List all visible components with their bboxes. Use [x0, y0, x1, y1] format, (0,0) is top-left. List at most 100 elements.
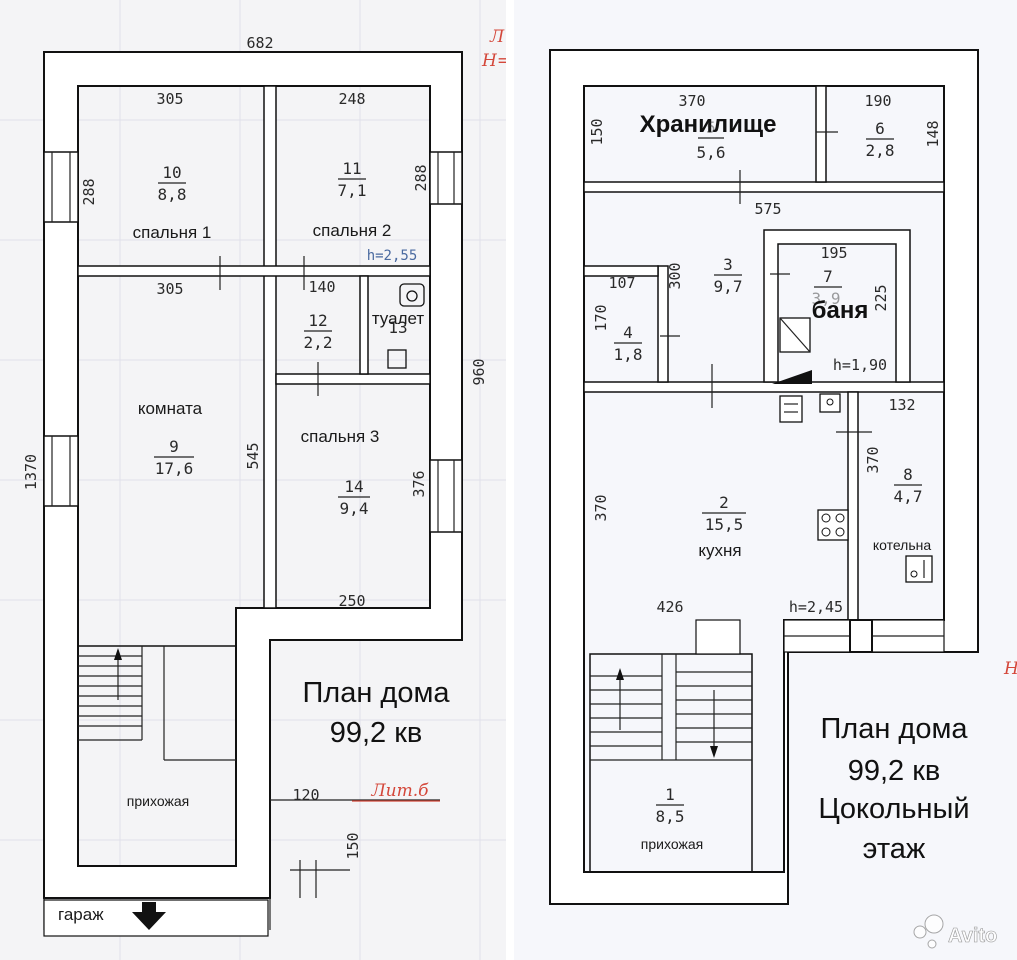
room-10: 10 8,8 спальня 1 [133, 163, 212, 242]
corner-annotation-2: Н= [481, 51, 511, 71]
left-staircase [77, 645, 237, 867]
dim-right-376: 376 [410, 470, 428, 497]
svg-text:9,7: 9,7 [714, 277, 743, 296]
ceiling-height-190: h=1,90 [833, 356, 887, 374]
dim-r-top-190: 190 [864, 92, 891, 110]
svg-text:3: 3 [723, 255, 733, 274]
room-2-kitchen: 2 15,5 кухня [698, 493, 746, 560]
room-13: 13 туалет [372, 309, 425, 337]
svg-text:4,7: 4,7 [894, 487, 923, 506]
svg-text:Avito: Avito [948, 925, 997, 947]
left-floor-plan: 682 305 248 305 140 288 288 1370 960 545… [0, 0, 511, 960]
lit-annotation: Лит.б [370, 781, 429, 801]
svg-text:13: 13 [388, 318, 407, 337]
dim-r-370b: 370 [592, 494, 610, 521]
dim-top-left: 305 [156, 90, 183, 108]
left-windows [43, 151, 463, 533]
svg-text:1: 1 [665, 785, 675, 804]
svg-text:8,5: 8,5 [656, 807, 685, 826]
avito-watermark: Avito [913, 914, 998, 949]
svg-text:1,8: 1,8 [614, 345, 643, 364]
left-title-line1: План дома [302, 677, 450, 709]
dim-r-225: 225 [872, 284, 890, 311]
svg-text:14: 14 [344, 477, 363, 496]
room-9: комната 9 17,6 [138, 399, 203, 478]
room-5-storage: Хранилище 5 5,6 [640, 111, 777, 162]
stove-icon [817, 509, 849, 541]
dim-top: 682 [246, 34, 273, 52]
svg-text:8,8: 8,8 [158, 185, 187, 204]
svg-text:9,4: 9,4 [340, 499, 369, 518]
dim-r-top-370: 370 [678, 92, 705, 110]
svg-text:17,6: 17,6 [155, 459, 194, 478]
svg-text:спальня 3: спальня 3 [301, 427, 380, 446]
right-title-line4: этаж [863, 833, 926, 865]
dim-r-575: 575 [754, 200, 781, 218]
svg-text:2,8: 2,8 [866, 141, 895, 160]
svg-text:туалет: туалет [372, 309, 425, 328]
svg-text:9: 9 [169, 437, 179, 456]
ceiling-height-255: h=2,55 [367, 248, 418, 264]
dim-garage-120: 120 [292, 786, 319, 804]
dim-left-1370: 1370 [22, 454, 40, 490]
dim-garage-150: 150 [344, 832, 362, 859]
dim-mid-left: 305 [156, 280, 183, 298]
svg-text:7: 7 [823, 267, 833, 286]
room-11: 11 7,1 спальня 2 [313, 159, 392, 240]
svg-text:11: 11 [342, 159, 361, 178]
right-staircase [589, 619, 753, 873]
room-12: 12 2,2 [304, 311, 333, 352]
ceiling-height-245: h=2,45 [789, 598, 843, 616]
svg-text:2,2: 2,2 [304, 333, 333, 352]
dim-mid-545: 545 [244, 442, 262, 469]
dim-right-288: 288 [412, 164, 430, 191]
hallway-label: прихожая [127, 793, 189, 809]
svg-text:баня: баня [812, 297, 869, 324]
svg-text:3,9: 3,9 [812, 289, 841, 308]
dim-bottom-250: 250 [338, 592, 365, 610]
room-4: 4 1,8 [614, 323, 643, 364]
right-corner-annotation: Н [1003, 659, 1017, 679]
corner-annotation-1: Л [489, 27, 505, 47]
svg-text:6: 6 [875, 119, 885, 138]
left-interior-walls [77, 85, 431, 609]
room-6: 6 2,8 [866, 119, 895, 160]
dim-r-right-148: 148 [924, 120, 942, 147]
dim-r-left-150: 150 [588, 118, 606, 145]
svg-text:спальня 2: спальня 2 [313, 221, 392, 240]
room-3: 3 9,7 [714, 255, 743, 296]
dim-r-107: 107 [608, 274, 635, 292]
garage-label: гараж [58, 905, 104, 924]
sauna-stove-icon [772, 317, 841, 423]
svg-text:8: 8 [903, 465, 913, 484]
svg-text:5,6: 5,6 [697, 143, 726, 162]
room-7-sauna: 7 3,9 баня [812, 267, 869, 324]
svg-text:комната: комната [138, 399, 203, 418]
dim-r-132: 132 [888, 396, 915, 414]
svg-text:7,1: 7,1 [338, 181, 367, 200]
svg-text:прихожая: прихожая [641, 836, 703, 852]
dim-r-426: 426 [656, 598, 683, 616]
dim-r-170: 170 [592, 304, 610, 331]
svg-text:кухня: кухня [698, 541, 741, 560]
left-title-line2: 99,2 кв [330, 717, 423, 749]
boiler-icon [905, 555, 933, 583]
svg-text:2: 2 [719, 493, 729, 512]
room-8-boiler: 8 4,7 котельна [873, 465, 932, 553]
svg-text:котельна: котельна [873, 537, 932, 553]
dim-r-195: 195 [820, 244, 847, 262]
dim-mid-140: 140 [308, 278, 335, 296]
right-title-line1: План дома [820, 713, 968, 745]
dim-r-370a: 370 [864, 446, 882, 473]
svg-text:5: 5 [706, 118, 716, 137]
dim-top-right: 248 [338, 90, 365, 108]
dim-right-960: 960 [470, 358, 488, 385]
svg-text:спальня 1: спальня 1 [133, 223, 212, 242]
svg-text:Хранилище: Хранилище [640, 111, 777, 138]
svg-text:15,5: 15,5 [705, 515, 744, 534]
room-1-hallway: 1 8,5 прихожая [641, 785, 703, 852]
toilet-icon [387, 283, 425, 369]
room-14: спальня 3 14 9,4 [301, 427, 380, 518]
svg-text:4: 4 [623, 323, 633, 342]
